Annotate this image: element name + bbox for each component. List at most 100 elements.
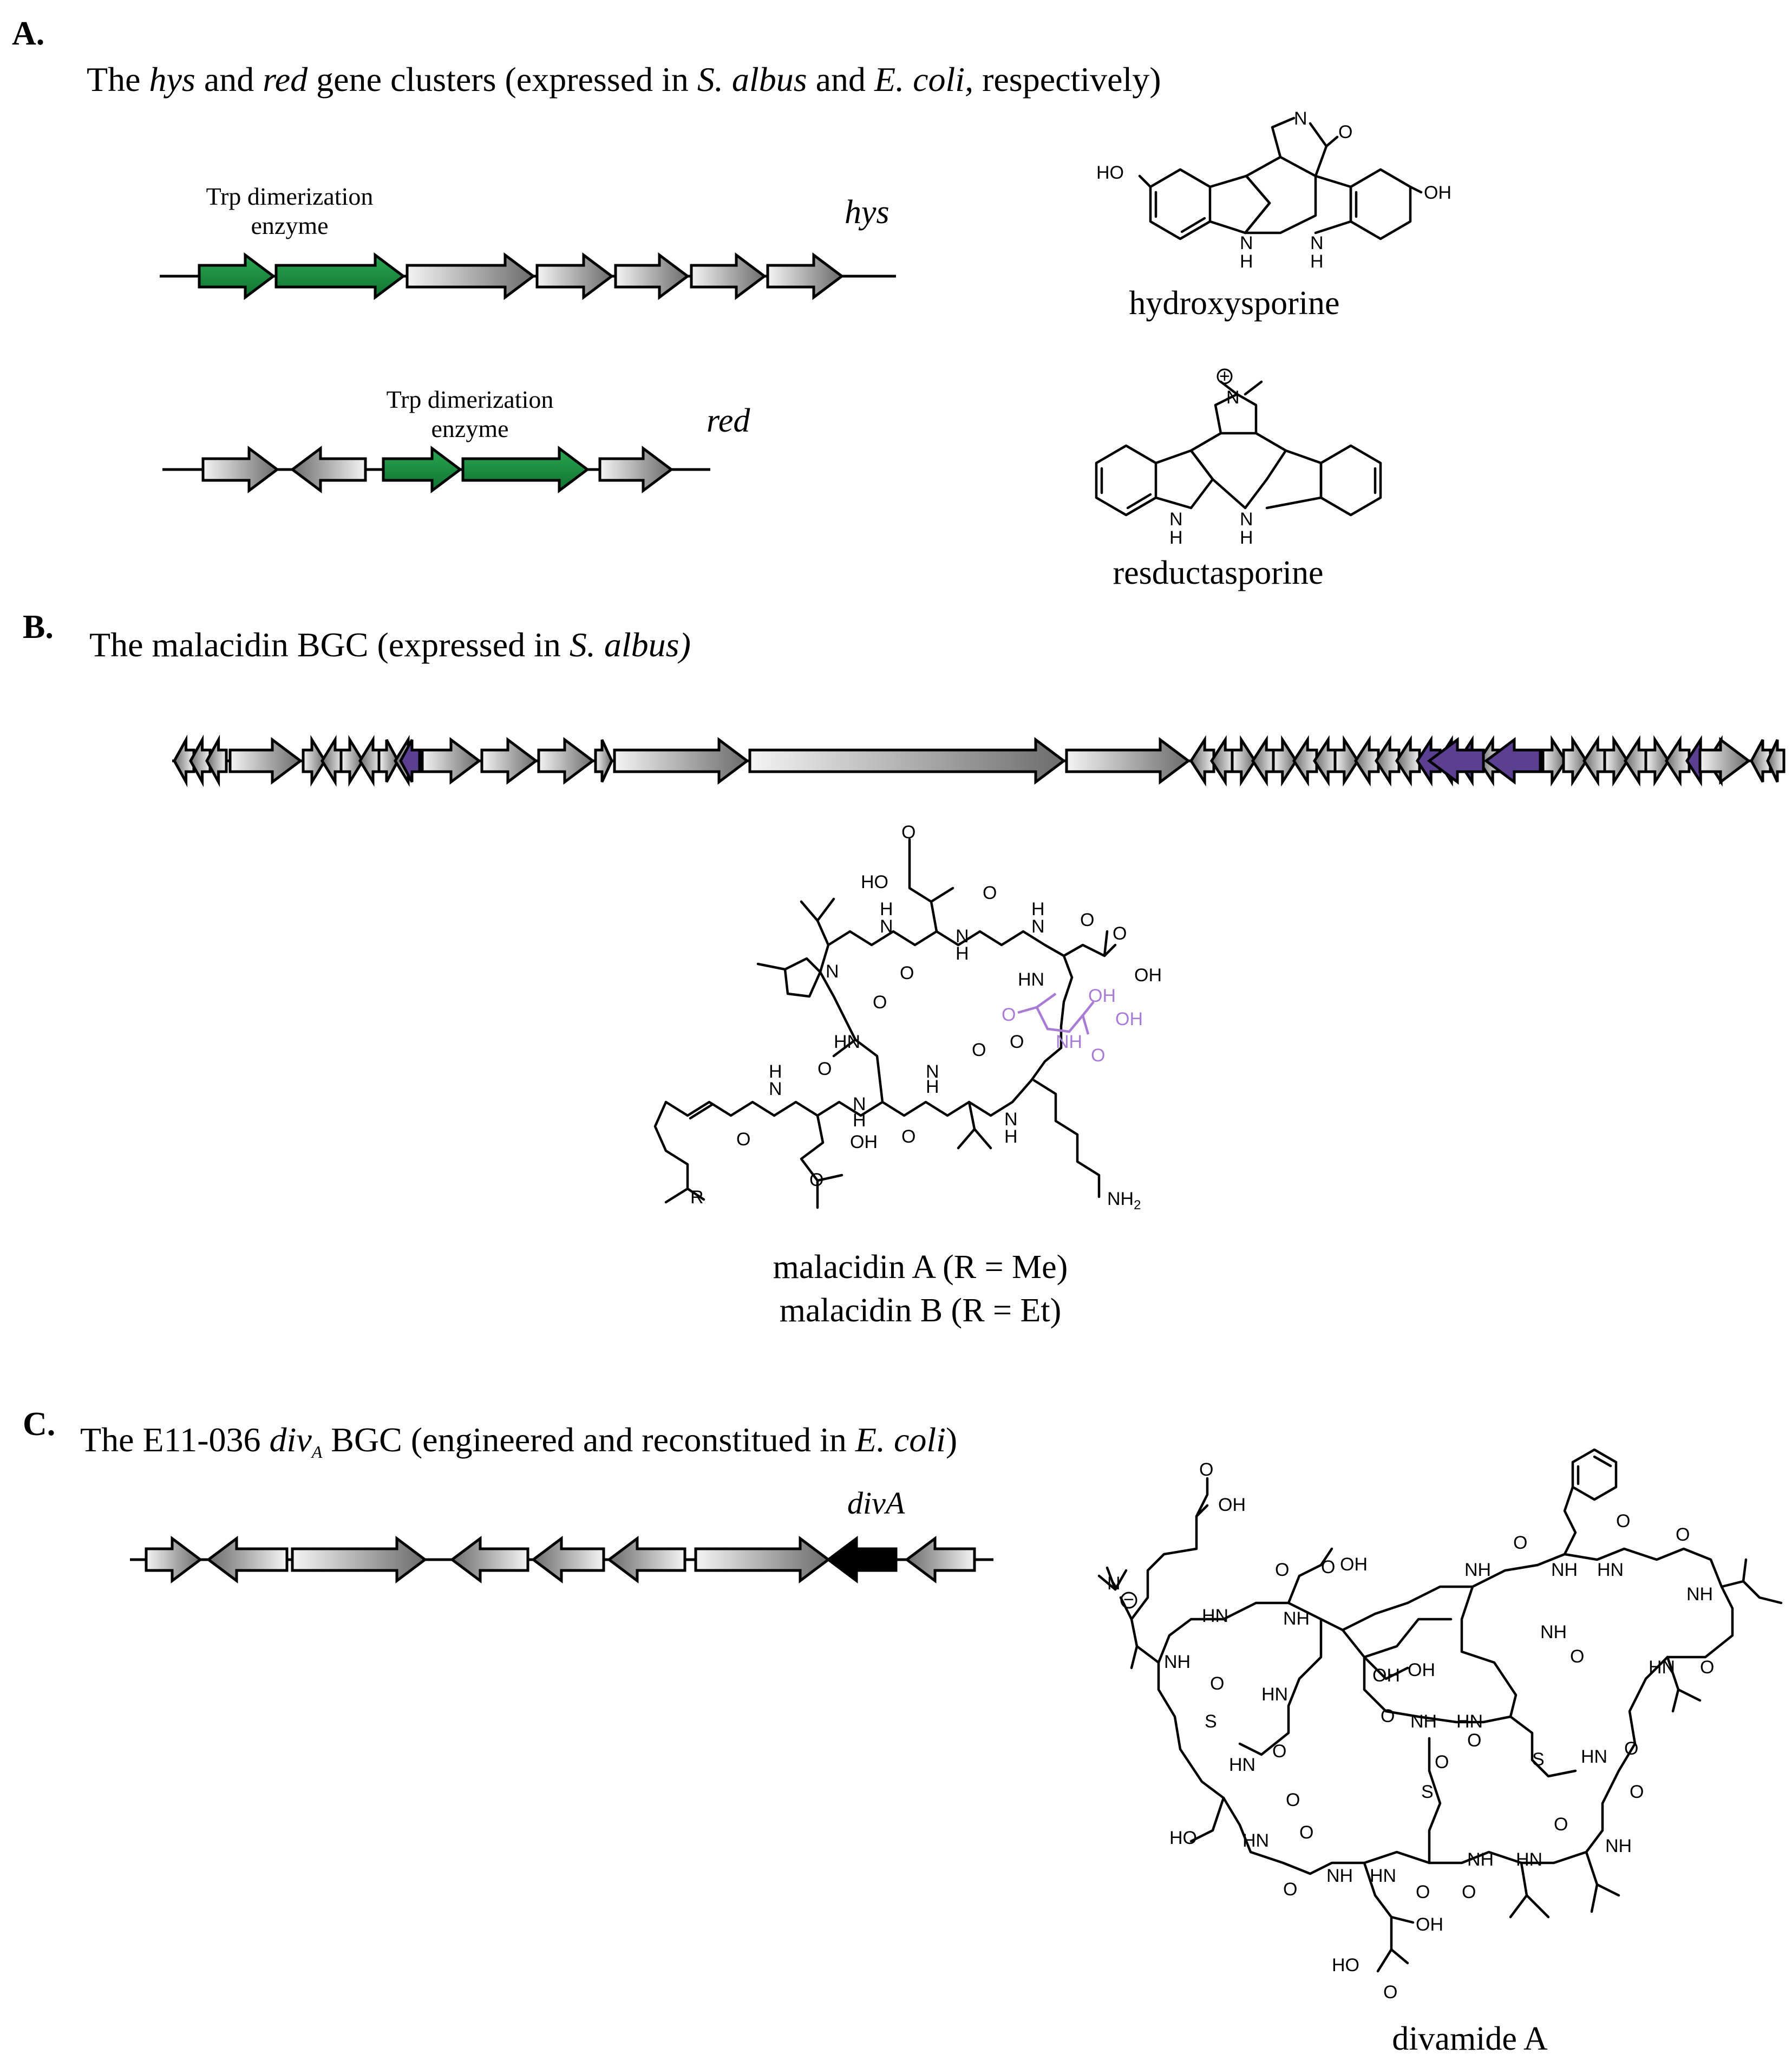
bond: [1030, 976, 1074, 1082]
atom: HN: [1516, 1849, 1542, 1870]
bond: [1244, 201, 1271, 234]
bond: [800, 1114, 825, 1209]
atom: O: [1091, 1045, 1105, 1066]
atom-n: N: [1240, 233, 1253, 253]
hys-cluster-name: hys: [845, 194, 890, 231]
atom-minus: −: [1123, 1589, 1134, 1610]
bond: [756, 962, 787, 971]
atom: O: [983, 883, 997, 903]
caption-c-part: ): [946, 1420, 957, 1459]
atom: S: [1532, 1749, 1545, 1770]
bond: [1509, 1715, 1577, 1778]
atom: O: [1467, 1730, 1481, 1751]
bond: [832, 1038, 884, 1104]
caption-b-organism: S. albus): [570, 625, 691, 664]
gene-arrow: [598, 446, 674, 493]
atom: R: [690, 1187, 704, 1208]
bond: [773, 1079, 1033, 1117]
atom: OH: [1408, 1660, 1435, 1680]
atom: OH: [1340, 1554, 1368, 1575]
gene-arrow: [1665, 735, 1691, 787]
atom: HN: [1649, 1657, 1675, 1678]
gene-arrow: [339, 735, 364, 787]
gene-arrow: [1644, 735, 1670, 787]
gene-arrow: [1541, 735, 1567, 787]
atom: N: [956, 926, 969, 947]
atom-h: H: [1240, 251, 1253, 272]
gene-arrow: [537, 737, 596, 785]
diva-gene-label: divA: [847, 1485, 905, 1521]
atom: O: [901, 822, 915, 843]
atom-h: H: [1240, 527, 1253, 548]
hydroxysporine-structure: HO OH N O N H N H hydroxysporine: [1096, 108, 1451, 322]
atom: HN: [1229, 1755, 1255, 1775]
bond: [1341, 1628, 1512, 1724]
atom: O: [1321, 1557, 1335, 1577]
gene-arrow: [826, 1536, 898, 1583]
atom-h: H: [1310, 251, 1324, 272]
atom-subscript: 2: [1134, 1198, 1141, 1212]
gene-arrow: [1333, 735, 1359, 787]
caption-a-part: gene clusters (expressed in: [308, 60, 697, 99]
bond: [1390, 1915, 1415, 1924]
atom: O: [809, 1170, 823, 1190]
atom: O: [1113, 923, 1127, 944]
bond: [1244, 380, 1263, 396]
atom: NH: [1410, 1711, 1437, 1732]
atom-plus: +: [1219, 366, 1230, 387]
atom: NH: [1467, 1849, 1494, 1870]
panel-c-letter: C.: [23, 1406, 55, 1443]
atom: NH2: [1107, 1189, 1141, 1212]
atom: O: [1286, 1790, 1300, 1810]
atom: O: [1383, 1982, 1397, 2003]
atom: O: [1616, 1511, 1630, 1531]
gene-arrow: [406, 252, 536, 300]
atom: NH: [1164, 1652, 1191, 1672]
atom: HN: [1261, 1684, 1288, 1705]
atom: NH: [1540, 1622, 1567, 1642]
hydroxysporine-name: hydroxysporine: [1129, 285, 1339, 322]
atom: N: [853, 1094, 866, 1114]
resductasporine-structure: N + N H N H resductasporine: [1095, 366, 1382, 591]
bond: [1595, 1883, 1620, 1897]
atom: HN: [1202, 1606, 1228, 1626]
atom: NH: [1686, 1584, 1713, 1605]
atom: O: [900, 963, 914, 983]
atom-n: N: [1294, 108, 1307, 129]
atom: N: [769, 1079, 782, 1099]
atom: NH: [1605, 1836, 1632, 1856]
bond: [689, 1103, 714, 1120]
gene-arrow: [189, 734, 212, 787]
caption-a-part: The: [87, 60, 149, 99]
bond: [1390, 1948, 1409, 1965]
red-enzyme-label: Trp dimerization: [387, 386, 554, 413]
bond: [1062, 943, 1117, 957]
bond: [1677, 1688, 1702, 1702]
gene-arrow: [399, 739, 421, 783]
bond: [653, 1100, 776, 1204]
atom: O: [1700, 1657, 1714, 1678]
bond: [1138, 174, 1152, 188]
atom: NH: [1326, 1866, 1353, 1886]
atom: O: [1010, 1032, 1024, 1052]
bond: [1720, 1580, 1783, 1605]
panel-a-caption: The hys and red gene clusters (expressed…: [87, 60, 1161, 99]
atom: O: [1283, 1879, 1297, 1900]
atom: OH: [1416, 1914, 1443, 1935]
atom: H: [1004, 1126, 1018, 1147]
gene-arrow: [1427, 737, 1485, 785]
malacidin-genes: [173, 734, 1786, 787]
atom: OH: [1134, 965, 1162, 986]
bond: [1265, 449, 1323, 510]
gene-arrow: [449, 1536, 529, 1583]
bond: [1742, 1558, 1748, 1583]
bond: [908, 859, 938, 933]
bond: [1195, 1477, 1209, 1518]
diva-genes: [145, 1536, 976, 1583]
atom: H: [853, 1110, 866, 1131]
atom: H: [926, 1077, 939, 1097]
caption-a-gene-red: red: [263, 60, 308, 99]
bond: [819, 943, 857, 1041]
gene-arrow: [1698, 737, 1751, 785]
